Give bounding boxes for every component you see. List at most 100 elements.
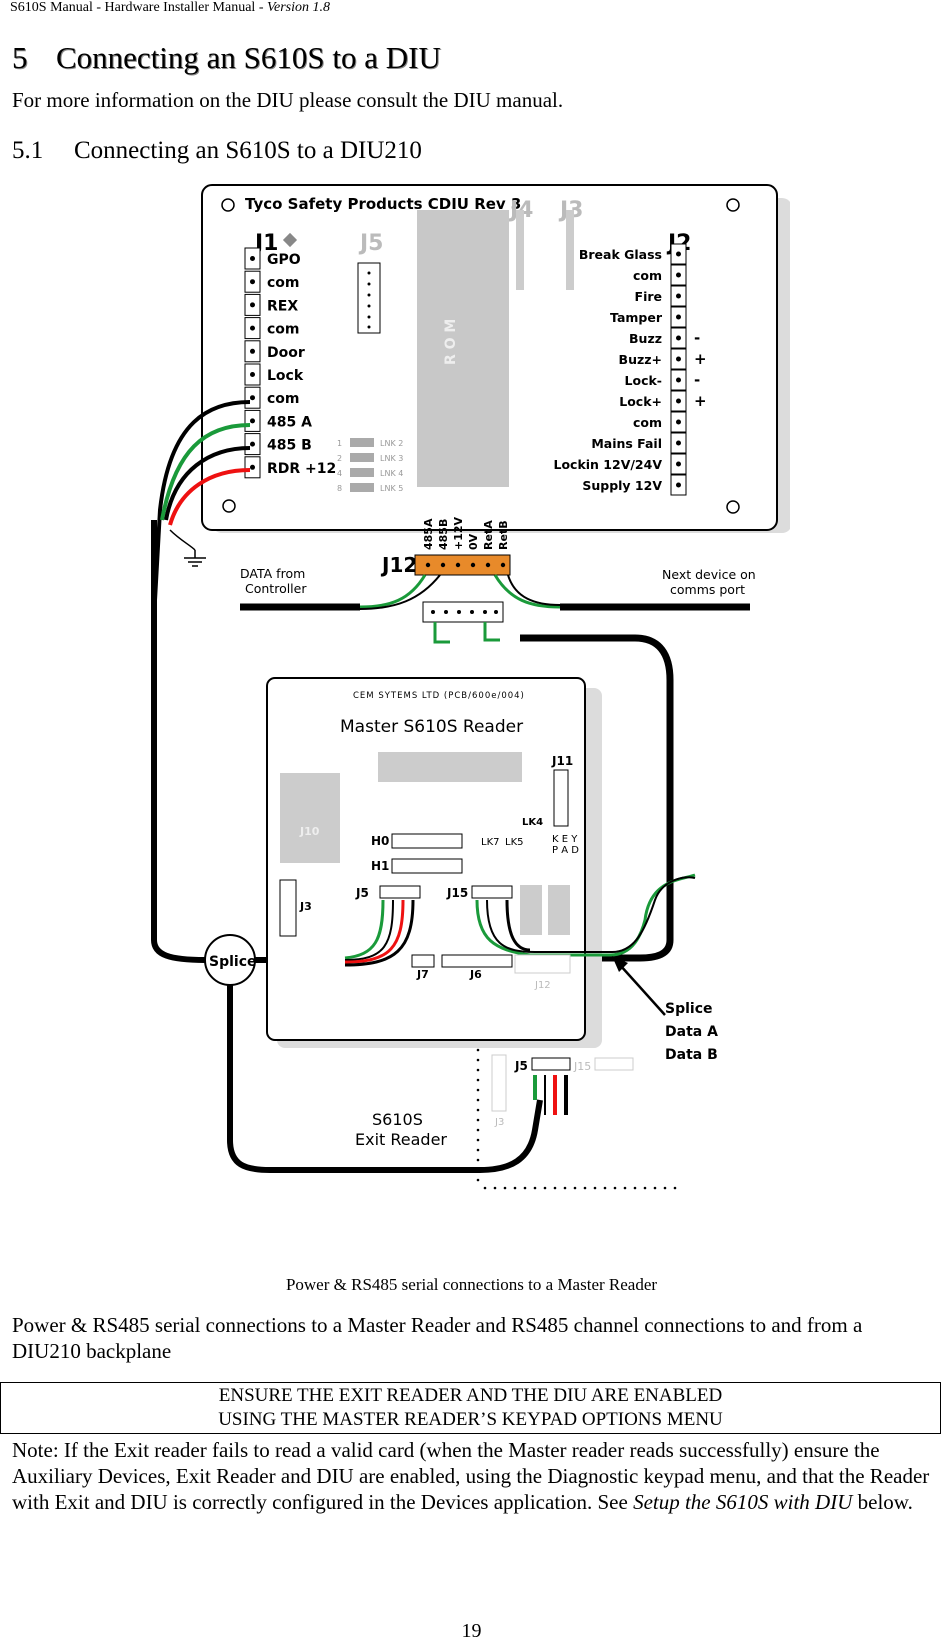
wire-black [507,574,561,606]
edge-dot [476,1088,480,1092]
j12-pin-label: 0V [467,533,480,550]
edge-dot [476,1108,480,1112]
h1-header [391,858,463,874]
h0-label: H0 [371,834,389,848]
edge-dot [476,1158,480,1162]
j12-pin-label: 485A [422,518,435,550]
note-link[interactable]: Setup the S610S with DIU [633,1490,853,1514]
j3-header [566,210,574,290]
j1-pin-label: Door [267,345,305,361]
splice-label: Splice [209,954,257,970]
j1-pin-label: Lock [267,368,304,384]
j2-pin-label: Fire [635,289,662,304]
note-text: Note: If the Exit reader fails to read a… [12,1438,930,1514]
wiring-diagram: Tyco Safety Products CDIU Rev 3 J1 J5 J4… [151,184,790,1190]
edge-dot [503,1186,507,1190]
polarity-mark: + [694,350,707,368]
terminal-screw-icon [250,395,255,401]
master-j5-label: J5 [355,886,369,900]
exit-j15-header [594,1057,634,1071]
j2-pin-label: Supply 12V [582,478,662,493]
j2-terminal [670,243,687,496]
edge-dot [593,1186,597,1190]
rom-label: R O M [443,319,459,365]
j12-pin [425,562,431,568]
terminal-screw-icon [676,398,681,404]
legend-data-a: Data A [665,1024,718,1040]
j12-pin [470,562,476,568]
j2-pin-label: Lockin 12V/24V [553,457,662,472]
earth-wire [169,529,196,551]
arrow-head-icon [612,956,628,972]
running-header: S610S Manual - Hardware Installer Manual… [10,0,330,16]
header-version: Version 1.8 [266,0,330,15]
h1-label: H1 [371,859,389,873]
wire-black [344,899,394,961]
terminal-screw-icon [676,251,681,257]
edge-dot [476,1048,480,1052]
terminal-screw-icon [676,356,681,362]
lk4-label: LK4 [522,817,543,828]
subsection-title: Connecting an S610S to a DIU210 [74,137,422,164]
master-j12-header [514,954,571,974]
wire-red [168,468,251,526]
j12-pin-label: +12V [452,516,465,550]
master-cable [510,634,674,962]
terminal-screw-icon [250,325,255,331]
j1-pin-label: com [267,391,300,407]
j11-label: J11 [551,754,573,768]
edge-dot [553,1186,557,1190]
lnk-number: 2 [337,454,342,463]
edge-dot [476,1178,480,1182]
edge-dot [476,1138,480,1142]
notice-line-1: ENSURE THE EXIT READER AND THE DIU ARE E… [218,1385,723,1406]
j5-pins [367,271,371,329]
lnk-label: LNK 2 [380,439,403,448]
exit-j5-label: J5 [514,1059,528,1073]
j1-pin-label: com [267,322,300,338]
j12-pin-label: RetB [497,520,510,550]
j12-pin [455,562,461,568]
data-from-label: DATA from [240,566,305,581]
edge-dot [673,1186,677,1190]
edge-dot [476,1128,480,1132]
edge-dot [513,1186,517,1190]
terminal-screw-icon [676,482,681,488]
j11-header [553,769,569,827]
master-j5-header [379,885,421,899]
terminal-screw-icon [250,256,255,261]
j2-pin-label: Tamper [610,310,663,325]
terminal-screw-icon [676,335,681,341]
edge-dot [653,1186,657,1190]
mount-hole-icon [726,500,740,514]
j2-pin-labels: Break GlasscomFireTamperBuzzBuzz+Lock-Lo… [553,247,662,493]
j12-pin-label: RetA [482,520,495,550]
earth-icon [184,550,206,567]
edge-dot [563,1186,567,1190]
terminal-screw-icon [250,348,255,354]
j1-pin-label: REX [267,298,298,314]
edge-dot [476,1168,480,1172]
page-number: 19 [461,1620,482,1642]
mount-hole-icon [221,198,235,212]
lk5-label: LK5 [505,837,524,848]
master-slot [378,752,522,782]
h0-header [391,833,463,849]
legend-splice: Splice [665,1001,713,1017]
mount-hole-icon [726,198,740,212]
lnk-jumper [350,468,374,477]
legend-data-b: Data B [665,1047,718,1063]
intro-paragraph: For more information on the DIU please c… [12,88,564,112]
diu-board-title: Tyco Safety Products CDIU Rev 3 [245,195,521,213]
splice-arrow [619,964,666,1016]
cable-trunk [151,520,340,963]
body-paragraph: Power & RS485 serial connections to a Ma… [12,1313,863,1363]
figure-caption: Power & RS485 serial connections to a Ma… [285,1275,658,1294]
wire-green [344,899,385,960]
lnk-number: 1 [337,439,342,448]
j10-label: J10 [299,825,320,838]
terminal-screw-icon [250,279,255,285]
j1-pin-label: 485 B [267,438,312,454]
terminal-screw-icon [676,272,681,278]
